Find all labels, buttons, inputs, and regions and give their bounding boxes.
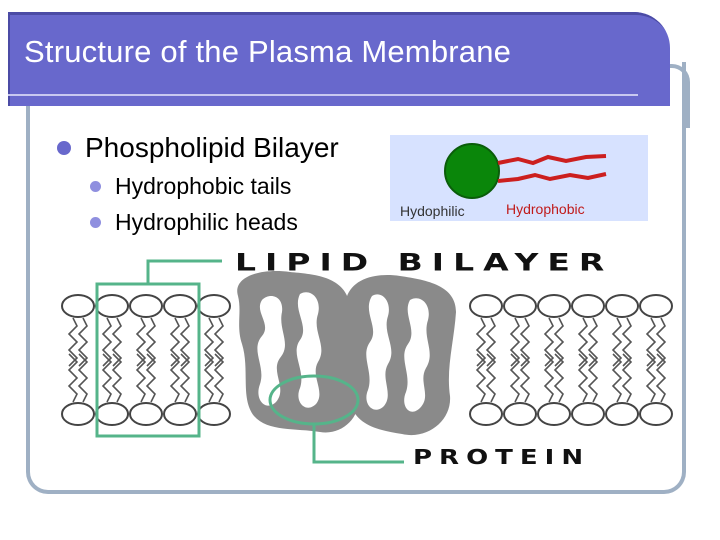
phospholipid-tail <box>621 317 633 367</box>
phospholipid-head <box>537 402 571 426</box>
phospholipid-tail <box>145 353 157 403</box>
phospholipid-tail <box>655 317 667 367</box>
bullet-phospholipid-bilayer: Phospholipid Bilayer <box>57 132 339 164</box>
phospholipid-tail <box>645 353 657 403</box>
phospholipid-head <box>469 294 503 318</box>
phospholipid-head <box>95 294 129 318</box>
phospholipid-head <box>469 402 503 426</box>
phospholipid-tail <box>169 353 181 403</box>
phospholipid-head <box>639 294 673 318</box>
phospholipid-head <box>61 294 95 318</box>
title-bar <box>8 12 670 106</box>
bottom-phospholipid-heads <box>61 402 673 426</box>
content-frame-corner <box>668 64 690 128</box>
phospholipid-tail <box>553 317 565 367</box>
hydrophobic-label: Hydrophobic <box>506 201 585 217</box>
phospholipid-head <box>503 294 537 318</box>
phospholipid-head <box>503 402 537 426</box>
phospholipid-tail <box>111 317 123 367</box>
highlight-callouts <box>95 259 404 464</box>
phospholipid-tail <box>519 353 531 403</box>
phospholipid-head <box>639 402 673 426</box>
phospholipid-diagram: Hydophilic Hydrophobic <box>390 135 648 221</box>
phospholipid-tail <box>543 353 555 403</box>
phospholipid-tail <box>587 353 599 403</box>
phospholipid-head <box>605 402 639 426</box>
phospholipid-tail <box>621 353 633 403</box>
sub-bullet-text: Hydrophilic heads <box>115 209 298 235</box>
phospholipid-head <box>61 402 95 426</box>
sub-bullet-hydrophilic: Hydrophilic heads <box>90 209 298 236</box>
hydrophilic-head-icon <box>444 143 500 199</box>
phospholipid-head <box>197 402 231 426</box>
bilayer-leader-line <box>146 259 222 284</box>
top-phospholipid-heads <box>61 294 673 318</box>
phospholipid-head <box>537 294 571 318</box>
phospholipid-tail <box>587 317 599 367</box>
phospholipid-tail <box>543 317 555 367</box>
bullet-text: Phospholipid Bilayer <box>85 132 339 163</box>
bullet-dot-icon <box>57 141 71 155</box>
phospholipid-tail <box>179 317 191 367</box>
hydrophilic-label: Hydophilic <box>400 203 465 219</box>
phospholipid-tail <box>475 353 487 403</box>
phospholipid-tail <box>179 353 191 403</box>
protein-leader-line <box>312 424 404 464</box>
membrane-protein-icon <box>237 271 456 436</box>
phospholipid-tail <box>485 317 497 367</box>
phospholipid-tail <box>655 353 667 403</box>
phospholipid-tail <box>519 317 531 367</box>
content-frame <box>26 62 686 494</box>
phospholipid-head <box>95 402 129 426</box>
phospholipid-tail <box>611 317 623 367</box>
phospholipid-tail <box>485 353 497 403</box>
phospholipid-tail <box>645 317 657 367</box>
phospholipid-tail <box>577 353 589 403</box>
phospholipid-tail <box>67 317 79 367</box>
lipid-bilayer-label: LIPID BILAYER <box>235 248 614 277</box>
sub-bullet-dot-icon <box>90 217 101 228</box>
slide-title: Structure of the Plasma Membrane <box>24 34 512 69</box>
phospholipid-head <box>129 402 163 426</box>
phospholipid-tail <box>553 353 565 403</box>
phospholipid-svg <box>444 143 607 199</box>
phospholipid-tail <box>203 317 215 367</box>
phospholipid-tail <box>135 317 147 367</box>
sub-bullet-dot-icon <box>90 181 101 192</box>
phospholipid-tail <box>169 317 181 367</box>
phospholipid-tail <box>101 317 113 367</box>
title-underline <box>8 94 638 96</box>
phospholipid-tail <box>577 317 589 367</box>
phospholipid-tails <box>67 317 667 403</box>
phospholipid-tail <box>509 317 521 367</box>
phospholipid-tail <box>77 353 89 403</box>
sub-bullet-hydrophobic: Hydrophobic tails <box>90 173 291 200</box>
sub-bullet-text: Hydrophobic tails <box>115 173 292 199</box>
phospholipid-tail <box>135 353 147 403</box>
phospholipid-head <box>163 294 197 318</box>
phospholipid-tail <box>203 353 215 403</box>
phospholipid-head <box>129 294 163 318</box>
hydrophobic-tail-top <box>497 154 607 166</box>
phospholipid-tail <box>475 317 487 367</box>
phospholipid-tail <box>111 353 123 403</box>
phospholipid-head <box>605 294 639 318</box>
phospholipid-tail <box>77 317 89 367</box>
phospholipid-tail <box>145 317 157 367</box>
phospholipid-head <box>163 402 197 426</box>
phospholipid-tail <box>611 353 623 403</box>
phospholipid-head <box>197 294 231 318</box>
phospholipid-head <box>571 402 605 426</box>
phospholipid-tail <box>213 317 225 367</box>
phospholipid-tail <box>101 353 113 403</box>
protein-label: PROTEIN <box>413 446 591 470</box>
phospholipid-tail <box>509 353 521 403</box>
phospholipid-head <box>571 294 605 318</box>
phospholipid-tail <box>67 353 79 403</box>
phospholipid-tail <box>213 353 225 403</box>
hydrophobic-tail-bottom <box>497 172 607 183</box>
